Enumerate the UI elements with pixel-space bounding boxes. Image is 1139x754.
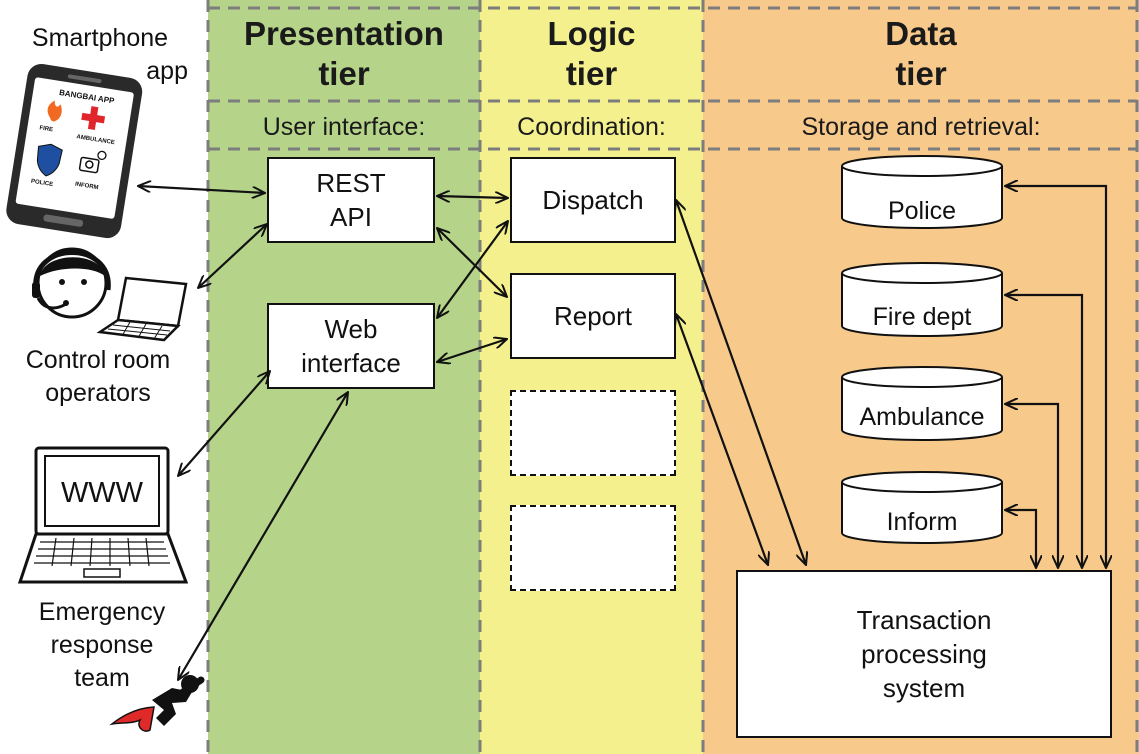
logic-tier-title-line1: Logic (547, 15, 636, 52)
report-box: Report (510, 273, 676, 359)
smartphone-app-label: Smartphone app (10, 22, 190, 88)
arrow-inform-tps (1005, 510, 1036, 568)
transaction-processing-system-box: Transaction processing system (736, 570, 1112, 738)
fire-icon (47, 100, 62, 122)
presentation-tier-title-line2: tier (318, 55, 370, 92)
logic-tier-title-line2: tier (565, 55, 618, 92)
smartphone-icon: BANGBAI APP FIRE AMBULANCE POLICE INFORM (6, 63, 143, 239)
tps-line1: Transaction (856, 605, 992, 635)
arrow-operator-rest (198, 224, 267, 288)
inform-db-label: Inform (887, 508, 958, 536)
inform-db-cylinder: Inform (841, 471, 1003, 544)
phone-inform-label: INFORM (75, 182, 99, 192)
rest-api-box: REST API (267, 157, 435, 243)
arrow-police-tps (1005, 186, 1106, 568)
fire-dept-db-label: Fire dept (873, 303, 972, 331)
rest-api-line2: API (330, 202, 372, 232)
operator-laptop-icon (96, 276, 188, 342)
presentation-tier-title-line1: Presentation (244, 15, 444, 52)
laptop-screen-text: WWW (61, 477, 144, 509)
laptop-keyboard (34, 537, 170, 567)
data-tier-title-line1: Data (885, 15, 957, 52)
tps-line3: system (882, 673, 966, 703)
presentation-tier-subtitle: User interface: (262, 113, 426, 141)
arrow-firedept-tps (1005, 295, 1082, 568)
police-db-label: Police (888, 197, 956, 225)
logic-tier-column: Logic tier Coordination: (480, 0, 703, 754)
tps-line2: processing (861, 639, 987, 669)
arrow-ambulance-tps (1005, 404, 1058, 568)
connection-arrows (138, 186, 1106, 680)
camera-icon (78, 150, 107, 174)
team-label-line3: team (74, 664, 130, 692)
ambulance-db-label: Ambulance (859, 403, 984, 431)
arrow-report-tps (676, 314, 768, 565)
presentation-tier-title: Presentation tier (208, 14, 480, 94)
control-room-operators-label: Control room operators (0, 344, 196, 410)
arrow-rest-dispatch (437, 196, 508, 198)
data-tier-title-line2: tier (895, 55, 947, 92)
phone-fire-label: FIRE (39, 125, 53, 133)
operator-icon (32, 247, 111, 319)
web-interface-line1: Web (324, 314, 378, 344)
control-label-line2: operators (45, 379, 151, 407)
emergency-response-team-label: Emergency response team (12, 596, 192, 695)
logic-tier-title: Logic tier (480, 14, 703, 94)
web-interface-line2: interface (301, 348, 401, 378)
ambulance-db-cylinder: Ambulance (841, 366, 1003, 441)
arrow-dispatch-tps (676, 200, 806, 565)
smartphone-label-line1: Smartphone (31, 24, 169, 52)
smartphone-label-line2: app (146, 57, 188, 85)
ambulance-cross-icon (81, 106, 106, 130)
arrow-web-dispatch (437, 221, 508, 318)
report-label: Report (553, 301, 633, 331)
arrow-web-report (437, 339, 507, 362)
superhero-icon (109, 675, 205, 732)
data-tier-title: Data tier (703, 14, 1139, 94)
phone-police-label: POLICE (30, 179, 53, 188)
arrow-phone-rest (138, 186, 265, 193)
placeholder-service-box-1 (510, 390, 676, 476)
team-label-line2: response (50, 631, 154, 659)
fire-dept-db-cylinder: Fire dept (841, 262, 1003, 337)
police-db-cylinder: Police (841, 155, 1003, 229)
logic-tier-subtitle: Coordination: (517, 113, 666, 141)
web-interface-box: Web interface (267, 303, 435, 389)
control-label-line1: Control room (25, 346, 171, 374)
police-shield-icon (36, 143, 63, 177)
arrow-laptop-web (178, 371, 270, 476)
rest-api-line1: REST (316, 168, 386, 198)
arrow-team-web (178, 392, 348, 680)
data-tier-subtitle: Storage and retrieval: (801, 113, 1041, 141)
www-laptop-icon: WWW (17, 446, 189, 584)
phone-ambulance-label: AMBULANCE (76, 134, 115, 146)
dispatch-label: Dispatch (542, 185, 644, 215)
team-label-line1: Emergency (38, 598, 166, 626)
